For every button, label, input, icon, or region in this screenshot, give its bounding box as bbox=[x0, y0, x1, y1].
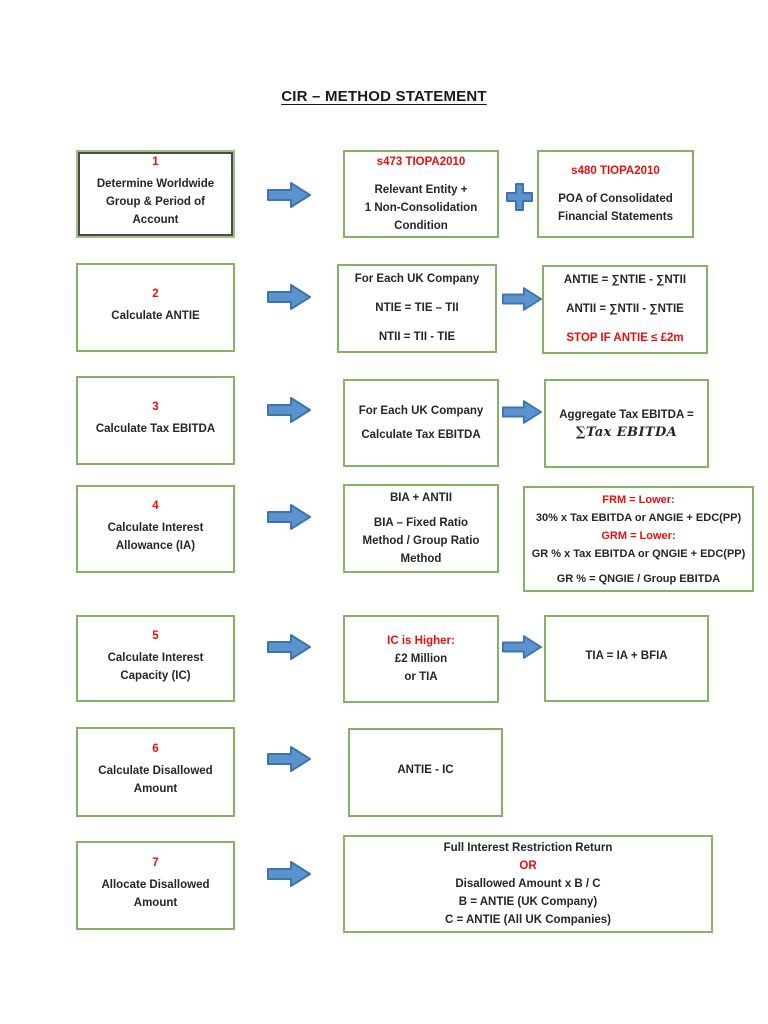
text-line: ANTIE = ∑NTIE - ∑NTII bbox=[563, 274, 687, 286]
math-formula: ∑Tax EBITDA bbox=[575, 424, 678, 440]
s480-poa-box: s480 TIOPA2010 POA of Consolidated Finan… bbox=[537, 150, 694, 238]
text-line: Allowance (IA) bbox=[115, 540, 196, 552]
s473-condition-box: s473 TIOPA2010 Relevant Entity + 1 Non-C… bbox=[343, 150, 499, 238]
ic-higher-box: IC is Higher: £2 Million or TIA bbox=[343, 615, 499, 703]
flow-arrow-icon bbox=[267, 182, 311, 208]
step-1-box: 1 Determine Worldwide Group & Period of … bbox=[76, 150, 235, 238]
text-line: For Each UK Company bbox=[358, 405, 484, 417]
frm-grm-box: FRM = Lower: 30% x Tax EBITDA or ANGIE +… bbox=[523, 486, 754, 592]
text-line: Group & Period of bbox=[105, 196, 206, 208]
text-line: Aggregate Tax EBITDA = bbox=[559, 408, 694, 421]
step-3-box: 3 Calculate Tax EBITDA bbox=[76, 376, 235, 465]
bia-method-box: BIA + ANTII BIA – Fixed Ratio Method / G… bbox=[343, 484, 499, 573]
or-label: OR bbox=[519, 860, 537, 872]
step-5-number: 5 bbox=[152, 629, 159, 642]
tax-ebitda-per-company-box: For Each UK Company Calculate Tax EBITDA bbox=[343, 379, 499, 467]
text-line: Calculate ANTIE bbox=[111, 309, 200, 322]
page-title: CIR – METHOD STATEMENT bbox=[281, 88, 487, 105]
tia-formula-box: TIA = IA + BFIA bbox=[544, 615, 709, 702]
step-2-box: 2 Calculate ANTIE bbox=[76, 263, 235, 352]
step-4-number: 4 bbox=[152, 500, 159, 512]
text-line: TIA = IA + BFIA bbox=[585, 649, 668, 662]
text-line: POA of Consolidated bbox=[558, 193, 673, 205]
text-line: or TIA bbox=[404, 671, 438, 683]
step-7-number: 7 bbox=[152, 856, 159, 869]
flow-arrow-icon bbox=[267, 504, 311, 530]
text-line: Amount bbox=[133, 896, 178, 909]
text-line: Allocate Disallowed bbox=[101, 878, 210, 891]
text-line: Full Interest Restriction Return bbox=[443, 842, 613, 854]
plus-icon bbox=[506, 183, 533, 211]
text-line: Condition bbox=[394, 220, 448, 232]
disallowed-formula-box: ANTIE - IC bbox=[348, 728, 503, 817]
text-line: Method bbox=[400, 553, 442, 565]
text-line: ANTII = ∑NTII - ∑NTIE bbox=[566, 303, 684, 315]
flow-arrow-icon bbox=[267, 861, 311, 887]
text-line: BIA + ANTII bbox=[389, 492, 453, 504]
text-line: 1 Non-Consolidation bbox=[364, 202, 478, 214]
step-2-number: 2 bbox=[152, 287, 159, 300]
text-line: Method / Group Ratio bbox=[362, 535, 480, 547]
step-1-number: 1 bbox=[152, 156, 159, 168]
grm-header: GRM = Lower: bbox=[601, 529, 676, 542]
flow-arrow-icon bbox=[267, 284, 311, 310]
text-line: NTIE = TIE – TII bbox=[375, 302, 459, 314]
text-line: BIA – Fixed Ratio bbox=[373, 517, 469, 529]
aggregate-tax-ebitda-box: Aggregate Tax EBITDA = ∑Tax EBITDA bbox=[544, 379, 709, 468]
step-6-number: 6 bbox=[152, 743, 159, 755]
text-line: Capacity (IC) bbox=[120, 669, 191, 682]
step-4-box: 4 Calculate Interest Allowance (IA) bbox=[76, 485, 235, 573]
flow-arrow-icon bbox=[267, 746, 311, 772]
text-line: Calculate Tax EBITDA bbox=[95, 422, 216, 435]
text-line: Determine Worldwide bbox=[96, 178, 215, 190]
step-7-box: 7 Allocate Disallowed Amount bbox=[76, 841, 235, 930]
ic-header: IC is Higher: bbox=[387, 635, 455, 647]
text-line: Amount bbox=[133, 783, 178, 795]
text-line: B = ANTIE (UK Company) bbox=[458, 896, 598, 908]
step-6-box: 6 Calculate Disallowed Amount bbox=[76, 727, 235, 817]
text-line: Account bbox=[132, 214, 179, 226]
text-line: Relevant Entity + bbox=[374, 184, 468, 196]
ntie-ntii-box: For Each UK Company NTIE = TIE – TII NTI… bbox=[337, 264, 497, 353]
text-line: Financial Statements bbox=[557, 211, 674, 223]
text-line: Calculate Interest bbox=[107, 651, 204, 664]
text-line: Calculate Tax EBITDA bbox=[361, 429, 481, 441]
text-line: Calculate Interest bbox=[107, 522, 204, 534]
step-5-box: 5 Calculate Interest Capacity (IC) bbox=[76, 615, 235, 702]
interest-restriction-return-box: Full Interest Restriction Return OR Disa… bbox=[343, 835, 713, 933]
text-line: Disallowed Amount x B / C bbox=[455, 878, 601, 890]
section-ref-label: s473 TIOPA2010 bbox=[376, 156, 466, 168]
step-3-number: 3 bbox=[152, 400, 159, 413]
text-line: GR % x Tax EBITDA or QNGIE + EDC(PP) bbox=[531, 547, 746, 560]
warning-text: STOP IF ANTIE ≤ £2m bbox=[566, 332, 684, 344]
antie-formula-box: ANTIE = ∑NTIE - ∑NTII ANTII = ∑NTII - ∑N… bbox=[542, 265, 708, 354]
text-line: ANTIE - IC bbox=[397, 763, 454, 776]
text-line: NTII = TII - TIE bbox=[378, 331, 456, 343]
section-ref-label: s480 TIOPA2010 bbox=[571, 165, 660, 177]
text-line: Calculate Disallowed bbox=[98, 765, 213, 777]
flow-arrow-icon bbox=[502, 400, 542, 424]
flow-arrow-icon bbox=[502, 635, 542, 659]
frm-header: FRM = Lower: bbox=[602, 493, 675, 506]
flow-arrow-icon bbox=[267, 634, 311, 660]
text-line: C = ANTIE (All UK Companies) bbox=[444, 914, 612, 926]
text-line: For Each UK Company bbox=[354, 273, 480, 285]
text-line: £2 Million bbox=[394, 653, 448, 665]
flow-arrow-icon bbox=[267, 397, 311, 423]
text-line: GR % = QNGIE / Group EBITDA bbox=[556, 572, 721, 585]
flow-arrow-icon bbox=[502, 287, 542, 311]
text-line: 30% x Tax EBITDA or ANGIE + EDC(PP) bbox=[535, 511, 742, 524]
